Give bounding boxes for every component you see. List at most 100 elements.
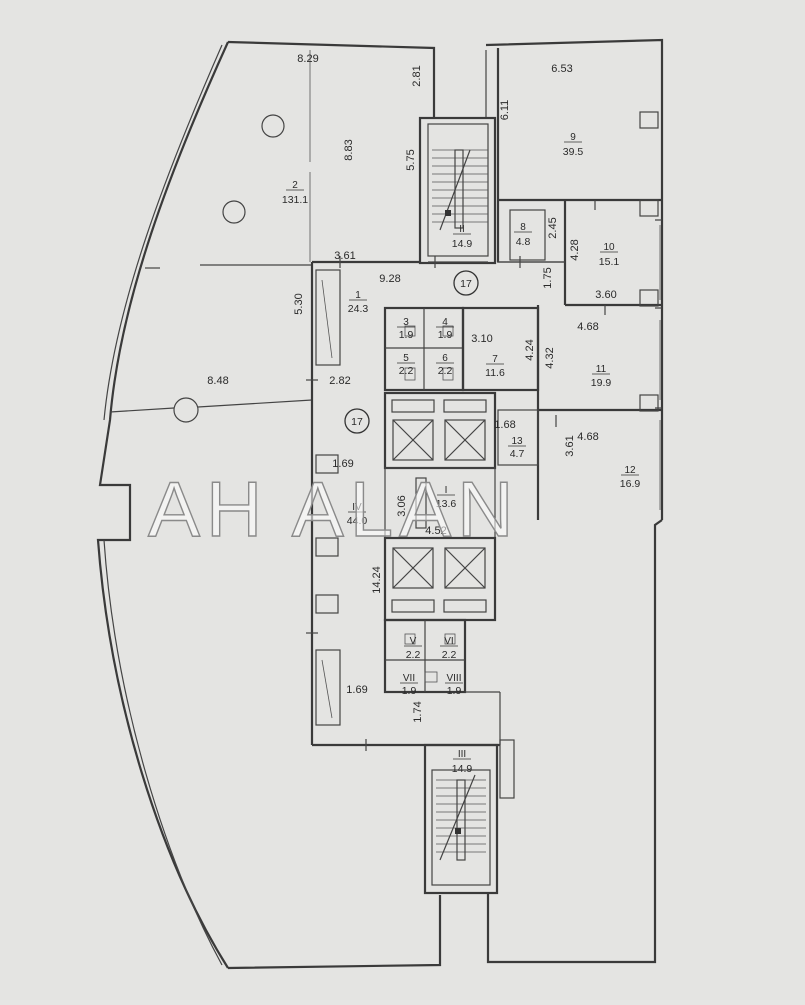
room-number: V	[410, 636, 417, 647]
dimension-label: 2.81	[411, 65, 423, 86]
room-area: 44.0	[347, 515, 368, 527]
section-marker-circle	[344, 408, 370, 434]
room-label: 62.2	[436, 353, 454, 377]
dimension-label: 2.45	[547, 217, 559, 238]
column-circle	[222, 200, 246, 224]
room-area: 2.2	[406, 649, 421, 661]
room-area: 14.9	[452, 763, 473, 775]
room-number: 13	[511, 436, 523, 447]
dimension-label: 1.68	[494, 419, 515, 431]
room-area: 4.7	[510, 448, 525, 460]
dimension-label: 1.69	[346, 684, 367, 696]
room-area: 19.9	[591, 377, 612, 389]
room-number: VII	[403, 673, 415, 684]
dimension-label: 1.75	[542, 267, 554, 288]
dimension-label: 1.69	[332, 458, 353, 470]
room-number: III	[458, 749, 466, 760]
room-label: 31.9	[397, 317, 415, 341]
dimension-label: 3.60	[595, 289, 616, 301]
dimension-label: 4.68	[577, 431, 598, 443]
dimension-label: 6.53	[551, 63, 572, 75]
room-label: II 14.9	[452, 224, 473, 250]
room-number: II	[459, 224, 465, 235]
dimension-label: 3.61	[564, 435, 576, 456]
dimension-label: 4.28	[569, 239, 581, 260]
room-label: 12 16.9	[620, 465, 641, 490]
room-area: 2.2	[438, 365, 453, 377]
room-number: IV	[352, 502, 362, 513]
section-marker-circle	[453, 270, 479, 296]
room-area: 1.9	[447, 685, 462, 697]
room-number: 5	[403, 353, 409, 364]
dimension-label: 9.28	[379, 273, 400, 285]
room-area: 2.2	[442, 649, 457, 661]
north-stair	[418, 116, 497, 265]
dimension-label: 8.48	[207, 375, 228, 387]
room-area: 14.9	[452, 238, 473, 250]
dimension-label: 5.30	[293, 293, 305, 314]
dimension-label: 3.06	[396, 495, 408, 516]
room-label: IV 44.0	[347, 502, 368, 527]
room-label: 84.8	[514, 222, 532, 248]
room-number: VI	[444, 636, 453, 647]
central-core	[310, 260, 662, 747]
dimension-label: 8.83	[343, 139, 355, 160]
hall-2-interior	[109, 50, 345, 423]
dimension-label: 5.75	[405, 149, 417, 170]
room-number: VIII	[446, 673, 461, 684]
room-number: 6	[442, 353, 448, 364]
column-circle	[261, 114, 285, 138]
dimension-label: 3.10	[471, 333, 492, 345]
room-label: VI 2.2	[440, 636, 458, 661]
room-area: 11.6	[485, 367, 505, 379]
dimension-label: 1.74	[412, 701, 424, 722]
room-number: 1	[355, 290, 361, 301]
building-outline	[96, 38, 664, 970]
dimension-label: 6.11	[499, 100, 511, 121]
dimension-label: 4.52	[425, 525, 446, 537]
room-number: 7	[492, 354, 498, 365]
dimension-label: 2.82	[329, 375, 350, 387]
room-area: 1.9	[399, 329, 414, 341]
dimension-labels: 8.29 2.81 8.83 5.75 6.53 6.11 2.45 4.28 1.75 3.60…	[207, 53, 616, 723]
room-number: 12	[624, 465, 636, 476]
section-marker-number: 17	[351, 416, 363, 428]
section-marker-number: 17	[460, 278, 472, 290]
room-area: 13.6	[436, 498, 457, 510]
door-ticks	[306, 200, 606, 751]
room-label: 17	[344, 408, 370, 434]
dimension-label: 8.29	[297, 53, 318, 65]
room-number: I	[445, 485, 448, 496]
column-circle	[173, 397, 199, 423]
room-area: 1.9	[402, 685, 417, 697]
room-label: 17	[453, 270, 479, 296]
room-number: 3	[403, 317, 409, 328]
room-area: 39.5	[563, 146, 584, 158]
room-area: 1.9	[438, 329, 453, 341]
dimension-label: 14.24	[371, 566, 383, 594]
room-label: 41.9	[436, 317, 454, 341]
room-label: 711.6	[485, 354, 505, 379]
room-label: 134.7	[508, 436, 526, 460]
watermark-text: AH ALAN	[148, 465, 519, 553]
room-label: 939.5	[563, 132, 584, 158]
room-number: 8	[520, 222, 526, 233]
room-area: 15.1	[599, 256, 620, 268]
room-area: 16.9	[620, 478, 641, 490]
room-label: 124.3	[348, 290, 369, 315]
room-number: 9	[570, 132, 576, 143]
room-area: 2.2	[399, 365, 414, 377]
dimension-label: 4.68	[577, 321, 598, 333]
dimension-label: 3.61	[334, 250, 355, 262]
room-label: 52.2	[397, 353, 415, 377]
dimension-label: 4.24	[524, 339, 536, 360]
room-number: 4	[442, 317, 448, 328]
room-label: III 14.9	[452, 749, 473, 775]
